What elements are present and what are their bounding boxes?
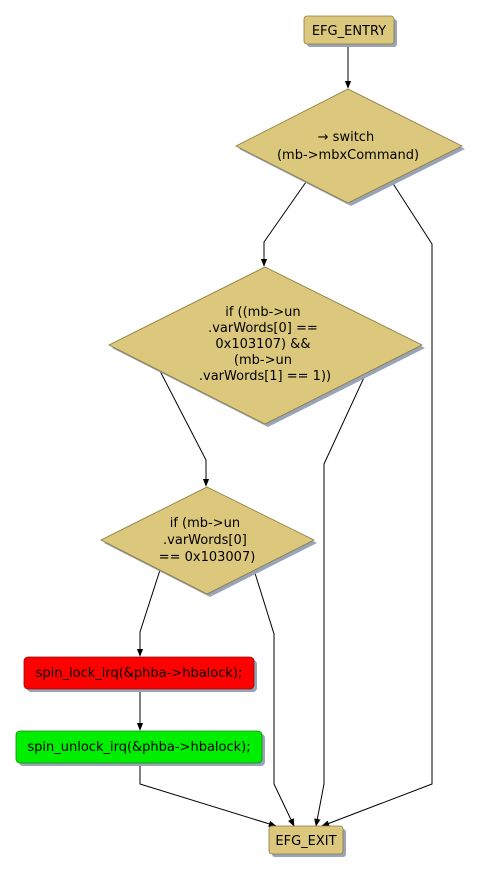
edge-if1-exit	[314, 370, 368, 827]
node-lock-label: spin_lock_irq(&phba->hbalock);	[36, 666, 243, 681]
node-switch: → switch (mb->mbxCommand)	[235, 88, 465, 206]
edge-if1-if2	[159, 370, 210, 487]
node-if2: if (mb->un .varWords[0] == 0x103007)	[100, 486, 317, 597]
edge-switch-if1	[260, 181, 307, 267]
node-if2-label: if (mb->un .varWords[0] == 0x103007)	[159, 516, 256, 565]
edges	[136, 44, 433, 827]
node-switch-label: → switch (mb->mbxCommand)	[277, 130, 419, 163]
edge-if2-lock	[136, 569, 161, 657]
node-exit: EFG_EXIT	[268, 825, 346, 857]
node-lock: spin_lock_irq(&phba->hbalock);	[23, 656, 257, 692]
node-exit-label: EFG_EXIT	[275, 834, 336, 849]
node-entry-label: EFG_ENTRY	[312, 24, 386, 39]
node-if1-label: if ((mb->un .varWords[0] == 0x103107) &&…	[199, 305, 331, 384]
node-unlock: spin_unlock_irq(&phba->hbalock);	[15, 730, 265, 766]
edge-if2-exit	[253, 569, 295, 827]
edge-unlock-exit	[139, 762, 277, 827]
node-if1: if ((mb->un .varWords[0] == 0x103107) &&…	[108, 266, 425, 427]
node-entry: EFG_ENTRY	[303, 15, 397, 47]
node-unlock-label: spin_unlock_irq(&phba->hbalock);	[27, 740, 250, 755]
edge-switch-exit	[321, 181, 433, 827]
